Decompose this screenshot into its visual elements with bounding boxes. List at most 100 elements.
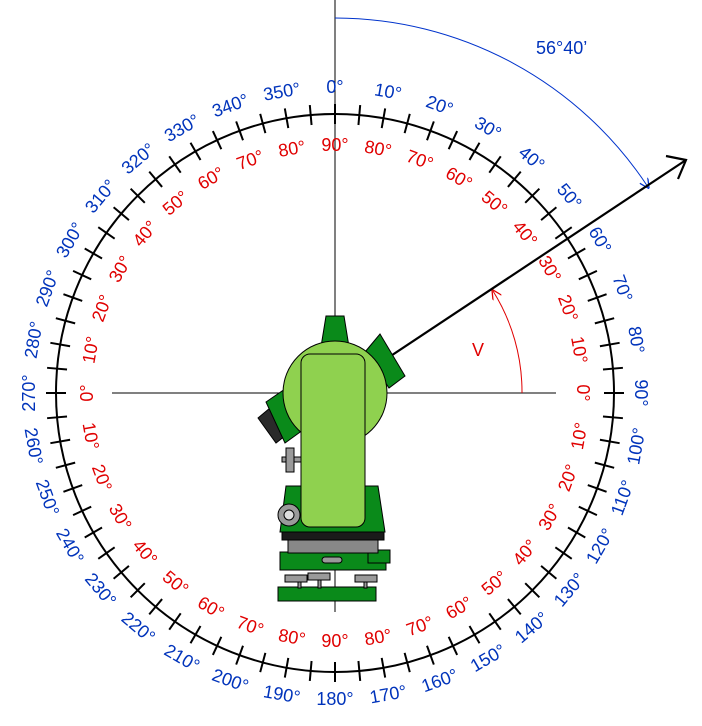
horizontal-angle-label: 56°40’	[536, 38, 587, 58]
theodolite-instrument	[257, 315, 406, 602]
screw-stem-3	[363, 581, 368, 589]
circle-tick	[554, 226, 573, 240]
circle-tick	[148, 598, 163, 616]
circle-tick	[72, 269, 92, 281]
horizontal-circle-label: 250°	[32, 477, 64, 519]
circle-tick	[308, 660, 313, 681]
circle-tick	[84, 526, 103, 539]
horizontal-circle-label: 260°	[21, 426, 47, 466]
circle-tick	[235, 121, 244, 141]
circle-tick	[308, 105, 313, 126]
circle-tick	[578, 269, 598, 281]
circle-tick	[468, 625, 481, 644]
vertical-circle-label: 80°	[363, 625, 393, 649]
circle-tick	[283, 108, 290, 129]
horizontal-circle-label: 10°	[373, 79, 403, 103]
vertical-circle-label: 80°	[277, 625, 307, 649]
circle-tick	[578, 505, 598, 517]
horizontal-circle-label: 40°	[515, 142, 549, 175]
horizontal-circle-label: 150°	[467, 640, 509, 676]
vertical-circle-label: 20°	[554, 462, 582, 494]
circle-tick	[599, 341, 620, 348]
vertical-circle-label: 20°	[88, 292, 116, 324]
horizontal-circle-label: 340°	[209, 90, 251, 122]
circle-tick	[211, 130, 223, 150]
circle-tick	[129, 582, 146, 599]
vertical-circle-label: 60°	[194, 592, 228, 623]
line-of-sight	[334, 159, 687, 394]
circle-tick	[357, 105, 362, 126]
leveling-screw-left	[284, 574, 308, 583]
circle-tick	[602, 415, 623, 420]
horizontal-angle-arc	[334, 17, 648, 187]
horizontal-circle-label: 330°	[161, 110, 203, 146]
vertical-circle-label: 40°	[129, 217, 162, 251]
circle-tick	[235, 645, 244, 665]
horizontal-circle-label: 60°	[585, 223, 616, 257]
circle-tick	[148, 170, 163, 188]
circle-tick	[47, 366, 68, 371]
circle-tick	[488, 155, 502, 174]
circle-tick	[426, 645, 435, 665]
vertical-circle-label: 10°	[79, 421, 103, 451]
horizontal-circle-label: 350°	[262, 79, 302, 105]
circle-tick	[211, 636, 223, 656]
horizontal-circle-label: 170°	[368, 681, 408, 707]
screw-stem-1	[297, 581, 302, 589]
vertical-circle-label: 50°	[159, 187, 193, 220]
vertical-circle-label: 0°	[77, 384, 97, 401]
circle-tick	[189, 625, 202, 644]
horizontal-circle-label: 20°	[423, 91, 455, 119]
vertical-circle-label: 90°	[321, 631, 348, 651]
circle-tick	[380, 657, 387, 678]
circle-tick	[50, 341, 71, 348]
circle-tick	[168, 612, 182, 631]
horizontal-circle-label: 0°	[326, 77, 343, 97]
circle-tick	[55, 461, 76, 469]
circle-tick	[540, 565, 558, 580]
circle-tick	[524, 187, 541, 204]
horizontal-circle-label: 220°	[118, 608, 159, 647]
horizontal-circle-label: 120°	[582, 525, 618, 567]
circle-ticks	[46, 104, 624, 682]
circle-tick	[602, 366, 623, 371]
circle-tick	[259, 113, 267, 134]
circle-tick	[507, 170, 522, 188]
vertical-circle-label: 80°	[363, 137, 393, 161]
circle-tick	[524, 582, 541, 599]
vertical-circle-label: 70°	[234, 612, 266, 640]
vertical-circle-label: 30°	[105, 500, 136, 534]
circle-tick	[447, 636, 459, 656]
vertical-circle-label: 40°	[509, 217, 542, 251]
horizontal-circle-label: 200°	[209, 665, 251, 697]
vertical-circle-label: 70°	[404, 146, 436, 174]
circle-tick	[63, 484, 83, 493]
vertical-circle-label: 80°	[277, 137, 307, 161]
vertical-circle-label: 10°	[567, 335, 591, 365]
circle-tick	[567, 247, 586, 260]
horizontal-circle-label: 210°	[161, 640, 203, 676]
vertical-circle-label: 20°	[554, 292, 582, 324]
vertical-circle-label: 30°	[105, 252, 136, 286]
circle-tick	[554, 546, 573, 560]
circle-tick	[380, 108, 387, 129]
leveling-screw-middle	[307, 572, 331, 581]
circle-tick	[507, 598, 522, 616]
circle-tick	[426, 121, 435, 141]
horizontal-circle-label: 30°	[471, 113, 505, 144]
circle-tick	[112, 565, 130, 580]
horizontal-circle-label: 270°	[19, 374, 39, 411]
horizontal-circle-label: 50°	[553, 179, 586, 213]
horizontal-circle-label: 240°	[52, 525, 88, 567]
base-black-strip	[281, 531, 385, 541]
horizontal-circle-label: 320°	[118, 139, 159, 178]
vertical-circle-label: 50°	[478, 187, 512, 220]
circle-tick	[189, 142, 202, 161]
horizontal-circle-label: 190°	[262, 681, 302, 707]
horizontal-circle-label: 80°	[624, 325, 648, 355]
vertical-circle-label: 50°	[159, 567, 193, 600]
tangent-screw-knob	[285, 447, 295, 473]
base-dark-plate	[287, 539, 379, 554]
circle-tick	[403, 652, 411, 673]
